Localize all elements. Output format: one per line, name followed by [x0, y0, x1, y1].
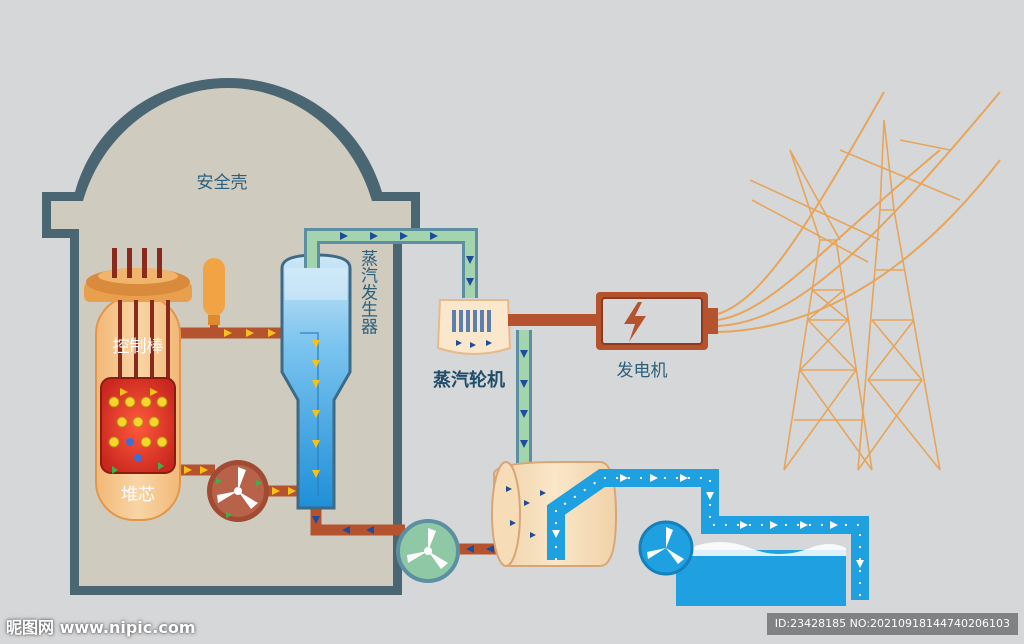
- containment-label: 安全壳: [197, 173, 248, 193]
- steam-generator-label: 蒸汽发生器: [357, 249, 378, 334]
- cooling-flow-arrows: [552, 474, 864, 568]
- steam-generator: [280, 253, 352, 510]
- primary-flow-arrows: [184, 329, 296, 495]
- cooling-pump: [638, 520, 694, 576]
- steam-flow-arrows: [340, 232, 528, 448]
- control-rods-label: 控制棒: [113, 337, 164, 357]
- steam-turbine: [436, 299, 512, 355]
- watermark-id: ID:23428185 NO:20210918144740206103: [766, 613, 1018, 635]
- power-lines: [717, 91, 1001, 333]
- primary-coolant-pump: [207, 460, 269, 522]
- steam-turbine-label: 蒸汽轮机: [433, 369, 505, 391]
- reactor-core: [100, 377, 176, 474]
- turbine-shaft: [508, 314, 602, 326]
- lightning-icon: [624, 302, 646, 342]
- control-rods: [112, 248, 170, 390]
- steam-generator-label-text: 蒸汽发生器: [357, 249, 378, 334]
- pressurizer: [203, 258, 225, 325]
- generator: [596, 292, 718, 350]
- generator-label: 发电机: [617, 361, 668, 381]
- watermark-site: 昵图网 www.nipic.com: [6, 618, 196, 637]
- feedwater-pump: [396, 519, 460, 583]
- feedwater-arrows: [312, 516, 494, 553]
- cooling-reservoir: [676, 542, 846, 606]
- transmission-tower-icon: [749, 119, 961, 471]
- core-label: 堆芯: [121, 485, 155, 505]
- cooling-water-loop: [547, 469, 869, 600]
